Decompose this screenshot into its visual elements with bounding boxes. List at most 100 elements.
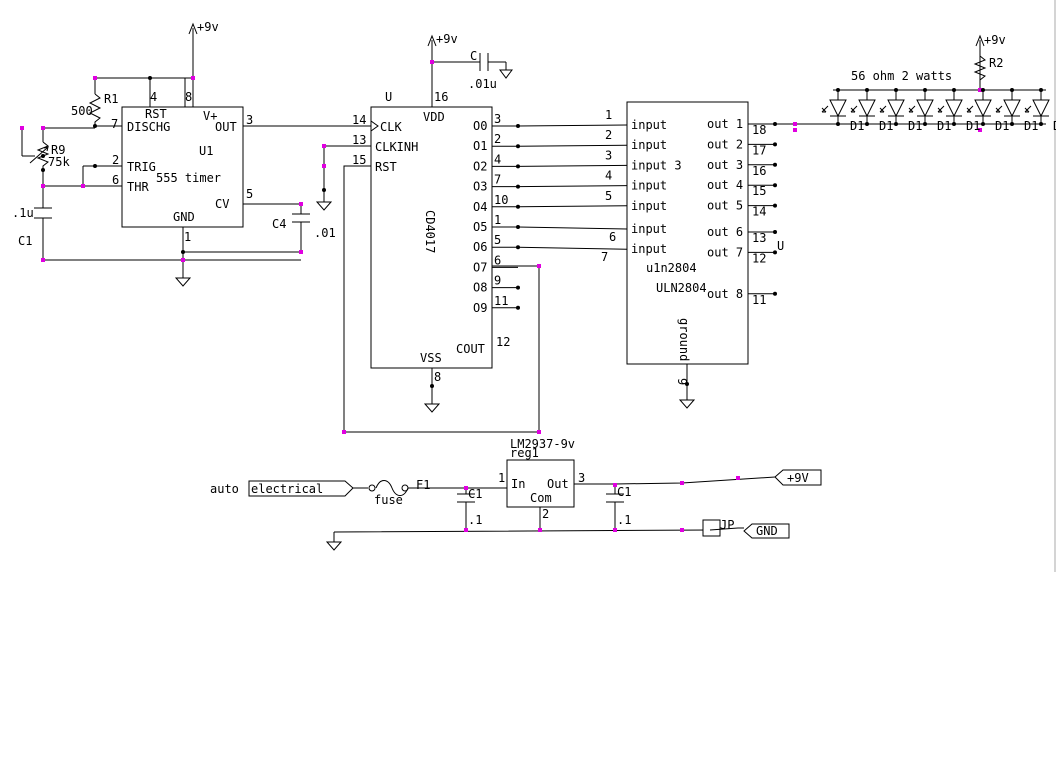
junction: [773, 250, 777, 255]
timer-section: 555 timer U1 RST V+ OUT DISCHG TRIG THR …: [12, 20, 345, 287]
driver-ref: u1n2804: [646, 261, 697, 275]
c4-capacitor[interactable]: [292, 213, 310, 223]
counter-pinnum-clk: 14: [352, 113, 366, 127]
led-emission-arrow: [879, 105, 887, 113]
electrical-port[interactable]: [248, 480, 354, 497]
driver-input-label: input: [631, 118, 667, 132]
vcc-arrow-timer: [188, 22, 198, 78]
counter-output-pin: 7: [494, 173, 501, 187]
counter-output-pin: 4: [494, 152, 501, 166]
led-ref: D1: [1053, 119, 1056, 133]
driver-output-label: out 1: [707, 117, 743, 131]
timer-name: 555 timer: [156, 171, 221, 185]
r2-resistor[interactable]: [973, 55, 987, 90]
junction: [773, 142, 777, 147]
led-ref: D1: [966, 119, 980, 133]
driver-output-label: out 4: [707, 178, 743, 192]
counter-output-pin: 1: [494, 213, 501, 227]
counter-output-pin: 6: [494, 253, 501, 267]
junction: [865, 88, 869, 92]
counter-pinnum-cout: 12: [496, 335, 510, 349]
driver-input-label: input: [631, 242, 667, 256]
c1-capacitor[interactable]: [34, 207, 52, 219]
timer-ic-body[interactable]: [121, 106, 244, 228]
c1-value: .1u: [12, 206, 34, 220]
counter-pin-vss: VSS: [420, 351, 442, 365]
junction: [1010, 122, 1014, 126]
fuse[interactable]: [353, 480, 507, 496]
led-diode[interactable]: [858, 90, 876, 124]
driver-ic-body[interactable]: [626, 101, 749, 365]
gnd-port[interactable]: [743, 523, 790, 539]
driver-input-pin: 1: [605, 108, 612, 122]
junction: [773, 203, 777, 208]
counter-pin-clk: CLK: [380, 120, 402, 134]
led-diode[interactable]: [945, 90, 963, 124]
vcc-arrow-counter: [427, 34, 437, 107]
r1-resistor[interactable]: [88, 93, 102, 126]
counter-pinnum-vss: 8: [434, 370, 441, 384]
counter-output-pin: 9: [494, 274, 501, 288]
regulator-pin-in: In: [511, 477, 525, 491]
out-9v-port[interactable]: [774, 469, 822, 486]
junction: [516, 305, 520, 310]
driver-input-label: input 3: [631, 158, 682, 172]
counter-pin-vdd: VDD: [423, 110, 445, 124]
counter-to-driver-wire: [517, 205, 628, 208]
junction: [981, 88, 985, 92]
driver-output-pin: 15: [752, 184, 766, 198]
node: [680, 481, 684, 485]
node: [430, 60, 434, 64]
driver-output-label: out 7: [707, 245, 743, 259]
led-diode[interactable]: [1003, 90, 1021, 124]
counter-output-label: O3: [473, 180, 487, 194]
vcc-label-leds: +9v: [984, 33, 1006, 47]
counter-output-label: O2: [473, 159, 487, 173]
counter-ic-body[interactable]: [370, 106, 493, 369]
regulator-input-cap[interactable]: [457, 488, 475, 530]
junction: [773, 183, 777, 188]
driver-output-pin: 13: [752, 231, 766, 245]
timer-pinnum-trig: 2: [112, 153, 119, 167]
junction: [516, 285, 520, 290]
led-diode[interactable]: [829, 90, 847, 124]
led-emission-arrow: [937, 105, 945, 113]
counter-pinnum-vdd: 16: [434, 90, 448, 104]
jumper-jp[interactable]: [702, 519, 721, 537]
led-diode[interactable]: [1032, 90, 1050, 124]
driver-output-label: out 6: [707, 225, 743, 239]
fuse-ref: F1: [416, 478, 430, 492]
driver-input-pin: 4: [605, 169, 612, 183]
led-title: 56 ohm 2 watts: [851, 69, 952, 83]
node: [793, 122, 797, 126]
driver-input-label: input: [631, 179, 667, 193]
junction: [836, 122, 840, 126]
node: [537, 430, 541, 434]
led-emission-arrow: [850, 105, 858, 113]
regulator-output-cap[interactable]: [606, 485, 624, 530]
driver-name: ULN2804: [656, 281, 707, 295]
node: [537, 264, 541, 268]
led-diode[interactable]: [916, 90, 934, 124]
r1-ref: R1: [104, 92, 118, 106]
cap-in-value: .1: [468, 513, 482, 527]
regulator-pin-com: Com: [530, 491, 552, 505]
led-diode[interactable]: [974, 90, 992, 124]
timer-pin-out: OUT: [215, 120, 237, 134]
counter-decoupling-cap[interactable]: [432, 53, 513, 79]
timer-pinnum-vplus: 8: [185, 90, 192, 104]
junction: [923, 88, 927, 92]
counter-output-label: O6: [473, 240, 487, 254]
node: [464, 528, 468, 532]
fuse-terminal: [401, 484, 409, 492]
led-emission-arrow: [966, 105, 974, 113]
led-diode[interactable]: [887, 90, 905, 124]
timer-pin-gnd: GND: [173, 210, 195, 224]
regulator-body[interactable]: [506, 459, 575, 508]
led-ref: D1: [908, 119, 922, 133]
vcc-label-counter: +9v: [436, 32, 458, 46]
junction: [430, 384, 434, 388]
supply-section: auto electrical fuse F1 LM2937-9v reg1 I…: [210, 437, 822, 551]
driver-output-pin: 17: [752, 143, 766, 157]
led-ref: D1: [850, 119, 864, 133]
